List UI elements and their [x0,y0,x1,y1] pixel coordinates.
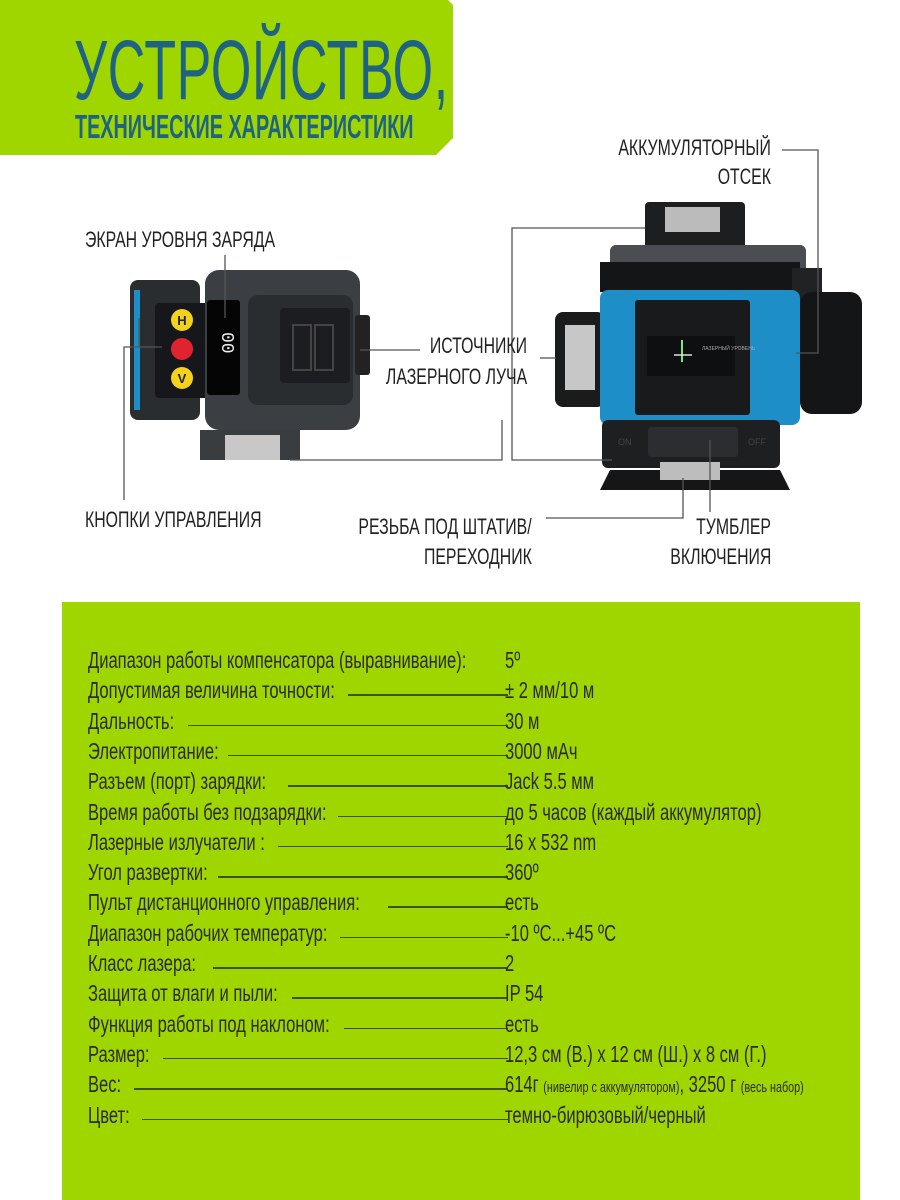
spec-value: -10 ºC...+45 ºC [505,919,617,946]
spec-label: Лазерные излучатели : [88,828,265,855]
spec-row: Время работы без подзарядки: до 5 часов (… [88,797,848,827]
spec-value-part: 614г [505,1071,539,1098]
callout-thread: РЕЗЬБА ПОД ШТАТИВ/ [358,514,532,539]
svg-text:ON: ON [618,437,632,447]
spec-value: 3000 мАч [505,737,578,764]
spec-label: Функция работы под наклоном: [88,1010,330,1037]
spec-label: Диапазон рабочих температур: [88,919,328,946]
leader-line [338,815,508,817]
spec-value: есть [505,1010,539,1037]
spec-row: Разъем (порт) зарядки: Jack 5.5 мм [88,766,848,796]
callout-switch-2: ВКЛЮЧЕНИЯ [669,544,771,569]
spec-value: 30 м [505,707,540,734]
callout-laser-2: ЛАЗЕРНОГО ЛУЧА [385,364,527,389]
callout-switch: ТУМБЛЕР [696,514,771,539]
leader-line [188,724,508,727]
callout-screen: ЭКРАН УРОВНЯ ЗАРЯДА [85,227,276,252]
spec-value: ± 2 мм/10 м [505,677,595,704]
svg-text:00: 00 [216,332,236,354]
leader-line [344,1027,508,1030]
callout-buttons: КНОПКИ УПРАВЛЕНИЯ [85,507,262,532]
leader-line [163,1057,508,1060]
spec-value: 5º [505,647,521,673]
spec-label: Разъем (порт) зарядки: [88,768,267,795]
spec-row: Электропитание: 3000 мАч [88,736,848,766]
leader-line [348,694,508,696]
leader-line [340,936,508,939]
spec-label: Допустимая величина точности: [88,677,335,704]
leader-line [134,1088,508,1090]
spec-row: Лазерные излучатели : 16 x 532 nm [88,827,848,857]
charge-screen [207,300,240,395]
title-banner [0,0,453,155]
spec-row: Допустимая величина точности: ± 2 мм/10 м [88,675,848,705]
leader-line [218,876,508,878]
spec-label: Вес: [88,1071,122,1098]
specs-panel: Диапазон работы компенсатора (выравниван… [62,602,860,1200]
spec-label: Размер: [88,1040,150,1067]
power-switch [648,427,738,457]
spec-row: Дальность: 30 м [88,706,848,736]
device-illustrations: H V 00 ЛАЗЕРНЫЙ УРОВЕНЬ ON OFF [123,149,862,519]
callout-thread-2: ПЕРЕХОДНИК [424,544,532,569]
svg-text:H: H [177,313,186,328]
svg-text:V: V [178,371,187,386]
page-subtitle: ТЕХНИЧЕСКИЕ ХАРАКТЕРИСТИКИ [75,108,414,145]
callout-battery: АККУМУЛЯТОРНЫЙ [618,135,771,160]
spec-value: до 5 часов (каждый аккумулятор) [505,798,762,825]
svg-text:OFF: OFF [748,437,766,447]
device-front-view: ЛАЗЕРНЫЙ УРОВЕНЬ ON OFF [555,202,862,490]
spec-label: Цвет: [88,1101,130,1128]
spec-label: Время работы без подзарядки: [88,798,327,825]
callout-lines [123,149,819,519]
spec-value-part: (нивелир с аккумулятором) [543,1079,680,1097]
spec-row: Цвет: темно-бирюзовый/черный [88,1100,848,1130]
svg-text:ЛАЗЕРНЫЙ УРОВЕНЬ: ЛАЗЕРНЫЙ УРОВЕНЬ [702,344,756,352]
spec-value: IP 54 [505,980,544,1007]
spec-label: Защита от влаги и пыли: [88,980,278,1007]
spec-value: Jack 5.5 мм [505,768,595,795]
spec-row: Размер: 12,3 см (В.) x 12 см (Ш.) x 8 см … [88,1039,848,1069]
spec-row: Защита от влаги и пыли: IP 54 [88,978,848,1008]
spec-value: темно-бирюзовый/черный [505,1101,706,1128]
leader-line [388,906,508,908]
spec-row: Пульт дистанционного управления: есть [88,887,848,917]
spec-label: Пульт дистанционного управления: [88,889,360,916]
spec-value: 614г (нивелир с аккумулятором), 3250 г (… [505,1069,804,1103]
callout-laser: ИСТОЧНИКИ [429,333,527,358]
spec-row: Угол развертки: 360º [88,857,848,887]
spec-label: Диапазон работы компенсатора (выравниван… [88,647,467,673]
button-h-icon [171,309,193,331]
button-laser-icon [171,338,193,360]
leader-line [142,1118,508,1120]
button-v-icon [171,367,193,389]
leader-line [288,785,508,787]
callout-battery-2: ОТСЕК [717,164,771,189]
page-title: УСТРОЙСТВО, [74,23,449,117]
spec-value: 12,3 см (В.) x 12 см (Ш.) x 8 см (Г.) [505,1040,767,1067]
leader-line [292,997,508,999]
spec-value: есть [505,889,539,916]
spec-row: Функция работы под наклоном: есть [88,1009,848,1039]
spec-value: 360º [505,859,539,886]
spec-value: 16 x 532 nm [505,828,597,855]
leader-line [213,967,508,969]
spec-row: Диапазон работы компенсатора (выравниван… [88,645,848,675]
spec-value: 2 [505,950,515,976]
spec-value-part: (весь набор) [740,1079,804,1097]
spec-label: Класс лазера: [88,950,197,976]
spec-row: Вес: 614г (нивелир с аккумулятором), 3250… [88,1069,848,1099]
spec-row: Диапазон рабочих температур: -10 ºC...+45… [88,918,848,948]
spec-label: Угол развертки: [88,859,208,886]
spec-value-part: , 3250 г [679,1071,737,1098]
leader-line [228,754,508,757]
spec-label: Электропитание: [88,737,219,764]
spec-row: Класс лазера: 2 [88,948,848,978]
leader-line [278,845,508,848]
device-top-view: H V 00 [130,270,370,460]
spec-label: Дальность: [88,707,175,734]
